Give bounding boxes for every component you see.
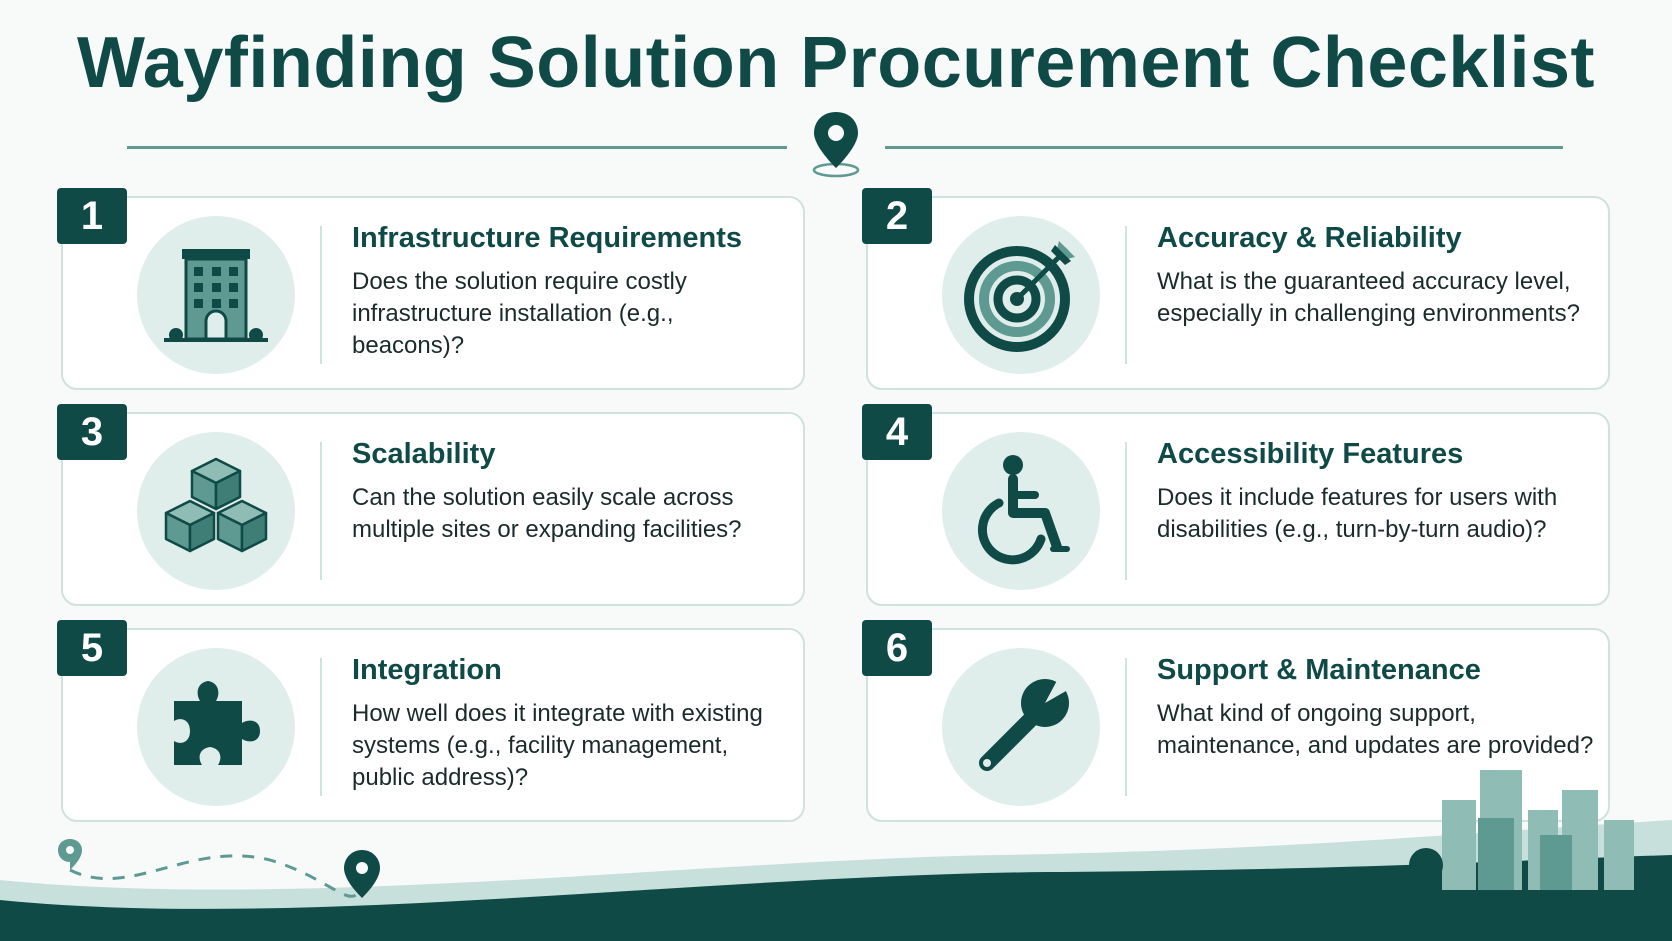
card-title: Integration: [352, 654, 502, 686]
wrench-icon: [979, 673, 1073, 771]
card-divider: [320, 442, 322, 580]
card-title: Accuracy & Reliability: [1157, 222, 1462, 254]
card-description: Can the solution easily scale across mul…: [352, 484, 742, 543]
small-pin-icon: [58, 839, 82, 870]
card-icon-circle: [942, 432, 1100, 590]
location-pin-icon: [812, 112, 860, 178]
page-title: Wayfinding Solution Procurement Checklis…: [77, 23, 1595, 103]
checklist-card-4: 4 Accessibility Features Does it include…: [862, 404, 1610, 606]
card-description: What kind of ongoing support, maintenanc…: [1157, 700, 1594, 759]
city-skyline-icon: [1442, 770, 1634, 890]
card-divider: [1125, 226, 1127, 364]
card-number-badge: 2: [862, 188, 932, 244]
card-number-badge: 5: [57, 620, 127, 676]
target-icon: [964, 241, 1075, 352]
card-description: Does it include features for users with …: [1157, 484, 1558, 543]
card-title: Accessibility Features: [1157, 438, 1464, 470]
card-number-badge: 6: [862, 620, 932, 676]
card-icon-circle: [137, 648, 295, 806]
landscape-decoration: [0, 770, 1672, 941]
title-rule-right: [885, 146, 1563, 149]
card-description: What is the guaranteed accuracy level, e…: [1157, 268, 1580, 327]
card-number-badge: 1: [57, 188, 127, 244]
building-icon: [164, 249, 268, 342]
card-number-badge: 4: [862, 404, 932, 460]
cubes-icon: [164, 457, 268, 553]
card-title: Support & Maintenance: [1157, 654, 1481, 686]
card-number-badge: 3: [57, 404, 127, 460]
card-description: Does the solution require costly infrast…: [352, 268, 687, 359]
destination-pin-icon: [344, 850, 380, 898]
checklist-card-5: 5 Integration How well does it integrate…: [57, 620, 805, 822]
card-icon-circle: [942, 216, 1100, 374]
card-divider: [320, 658, 322, 796]
card-icon-circle: [137, 432, 295, 590]
card-title: Infrastructure Requirements: [352, 222, 742, 254]
title-rule-left: [127, 146, 787, 149]
card-divider: [320, 226, 322, 364]
checklist-card-2: 2 Accuracy & Reliability What is the gua…: [862, 188, 1610, 390]
card-icon-circle: [137, 216, 295, 374]
checklist-card-3: 3 Scalability Can the solution easily sc…: [57, 404, 805, 606]
checklist-card-1: 1 Infrastructure Requirements Does the s…: [57, 188, 805, 390]
puzzle-icon: [174, 681, 260, 765]
wheelchair-icon: [977, 455, 1070, 565]
card-description: How well does it integrate with existing…: [352, 700, 763, 791]
tree-icon: [1409, 848, 1443, 902]
card-title: Scalability: [352, 438, 496, 470]
card-divider: [1125, 658, 1127, 796]
card-divider: [1125, 442, 1127, 580]
card-icon-circle: [942, 648, 1100, 806]
